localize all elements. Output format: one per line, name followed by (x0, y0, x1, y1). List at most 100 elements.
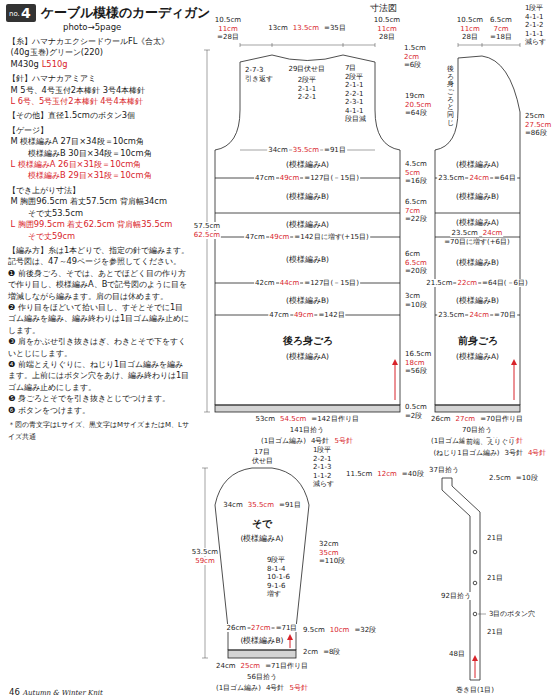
text-paragraph: 【編み方】糸は1本どりで、指定の針で編みます。記号図は、47～49ページを参照し… (8, 245, 190, 268)
dimension-label: 47cm (268, 311, 290, 319)
dimension-label: 21目 (486, 534, 504, 542)
dimension-label: 25cm (524, 112, 546, 120)
label-group: 23.5cm24cm=70目 (437, 311, 517, 320)
dimension-label: 16.5cm (404, 350, 432, 358)
dimension-label: 13.5cm (292, 24, 320, 32)
label-group: 141目拾う (289, 426, 325, 435)
dimension-label: 6cm (404, 250, 421, 258)
dimension-label: 7目 (344, 64, 357, 72)
page-title: ケーブル模様のカーディガン (40, 5, 211, 20)
label-group: 21目 (486, 534, 504, 543)
dimension-label: 35.5cm (247, 501, 275, 509)
piece-name: そで (252, 518, 272, 529)
rib-band (215, 405, 400, 412)
piece-name: 後ろ身ごろ (283, 335, 333, 346)
dimension-label: 10.5cm (214, 16, 242, 24)
dimension-label: 8-1-4 (266, 565, 286, 573)
dimension-label: 1段平 (312, 446, 332, 454)
dimension-label: 2-1-1 (344, 81, 364, 89)
dimension-label: =142目に増す(+15目) (293, 233, 369, 241)
dimension-label: 11cm (459, 25, 481, 33)
dimension-label: =70目 (493, 311, 517, 319)
dimension-label: 35cm (318, 549, 340, 557)
text-column: 【糸】ハマナカエクシードウールFL《合太》(40g玉巻)グリーン(220)M43… (8, 36, 190, 442)
dimension-label: 10-1-6 (266, 573, 291, 581)
label-group: 後ろ身ごろと同じ (446, 66, 455, 128)
label-group: 53.5cm59cm (191, 548, 219, 565)
text-paragraph: 【その他】直径1.5cmのボタン3個 (8, 110, 190, 121)
dimension-label: 2段平 (344, 73, 364, 81)
dimension-label: 21目 (486, 574, 504, 582)
buttonhole (473, 581, 477, 585)
label-group: 寸法図 (369, 3, 398, 14)
dimension-label: 23.5cm (437, 174, 465, 182)
dimension-label: (ねじり1目ゴム編み) (433, 449, 501, 457)
dimension-label: =6段 (403, 61, 422, 69)
dimension-label: 32cm (318, 540, 340, 548)
dimension-label: 前端、えりぐり (465, 438, 516, 446)
dimension-label: 49cm (279, 174, 301, 182)
dimension-label: =16段 (404, 177, 428, 185)
label-group: 9段平8-1-410-1-69-1-6増す (266, 556, 291, 599)
dimension-label: photo→5page (62, 22, 122, 32)
pattern-note: M 胸囲96.5cm 着丈57.5cm 背肩幅34cm (10, 196, 167, 206)
buttonhole (473, 612, 477, 616)
dimension-label: 1段平 (524, 4, 544, 12)
label-group: 47cm49cm=142目に増す(+15目) (244, 233, 370, 242)
pattern-note: 模様編みB 30目×34段＝10cm角 (28, 148, 152, 158)
dimension-label: =10段 (515, 474, 539, 482)
dimension-label: 54.5cm (279, 415, 307, 423)
label-group: 9.5cm10cm=32段 (302, 626, 377, 635)
label-group: 26cm27cm=70目作り目 (430, 415, 524, 424)
dimension-lines (202, 43, 520, 658)
pattern-note: (40g玉巻)グリーン(220) (10, 47, 103, 57)
dimension-label: 2段平 (297, 76, 317, 84)
dimension-label: 2-1-2 (524, 21, 544, 29)
back-outline (215, 55, 400, 405)
dimension-label: 12cm (376, 470, 398, 478)
pattern-label: (模様編みB) (456, 258, 499, 267)
text-paragraph: L 6号、5号玉付2本棒針 4号4本棒針 (8, 96, 190, 107)
dimension-label: 29目伏せ目 (288, 65, 327, 73)
rib-band (435, 405, 520, 412)
text-paragraph: 【針】ハマナカアミアミ (8, 73, 190, 84)
text-paragraph: そで丈53.5cm (8, 208, 190, 219)
label-group: 6cm6.5cm=20段 (404, 250, 428, 276)
text-paragraph: ❺ 身ごろとそでを引き抜きとじでつけます。 (8, 393, 190, 404)
dimension-label: 4号針 (310, 437, 330, 445)
label-group: 11.5cm12cm=40段 (345, 470, 425, 479)
label-group: 7目2段平2-1-12-2-12-3-14-1-1段目減 (344, 64, 367, 124)
dimension-label: 巻き目(1目) (455, 686, 495, 694)
pattern-label: (模様編みB) (456, 296, 499, 305)
pattern-note: ❷ 作り目をほどいて拾い目し、すそとそでに1目ゴム編みを編み、編み終わりは1目ゴ… (8, 302, 189, 335)
dimension-label: 3号針 (503, 449, 523, 457)
dimension-label: 57.5cm (193, 222, 221, 230)
dimension-label: 35.5cm (292, 146, 320, 154)
dimension-label: 1.5cm (403, 44, 427, 52)
section-lines (215, 178, 400, 315)
label-group: 21目 (486, 574, 504, 583)
dimension-label: 26cm (226, 624, 248, 632)
dimension-label: 18cm (404, 359, 426, 367)
dimension-label: (1目ゴム編み) (215, 684, 262, 692)
pattern-label: (模様編みA) (286, 160, 329, 169)
pattern-label: (模様編みB) (456, 192, 499, 201)
dimension-label: 7cm (404, 207, 421, 215)
label-group: 2.5cm=10段 (488, 474, 539, 483)
pattern-note: M 模様編みA 27目×34段＝10cm角 (10, 136, 143, 146)
label-group: 0.5cm=2段 (404, 403, 428, 420)
dimension-label: 53cm (254, 415, 276, 423)
dimension-label: 3目のボタン穴 (488, 610, 536, 618)
pattern-label: (模様編みB) (286, 255, 329, 264)
dimension-label: 9.5cm (302, 626, 326, 634)
pattern-label: (模様編みA) (456, 352, 499, 361)
label-group: 16.5cm18cm=56段 (404, 350, 432, 376)
dimension-label: 4-1-1 (344, 107, 364, 115)
dimension-label: =22段 (404, 215, 428, 223)
dimension-label: 62.5cm (193, 231, 221, 239)
dimension-label: 3cm (404, 292, 421, 300)
text-paragraph: ＊図の青文字はLサイズ、黒文字はMサイズまたはM、Lサイズ共通 (8, 419, 190, 442)
front-outline (435, 56, 520, 405)
label-group: 47cm49cm=127目(－15目) (254, 174, 360, 183)
